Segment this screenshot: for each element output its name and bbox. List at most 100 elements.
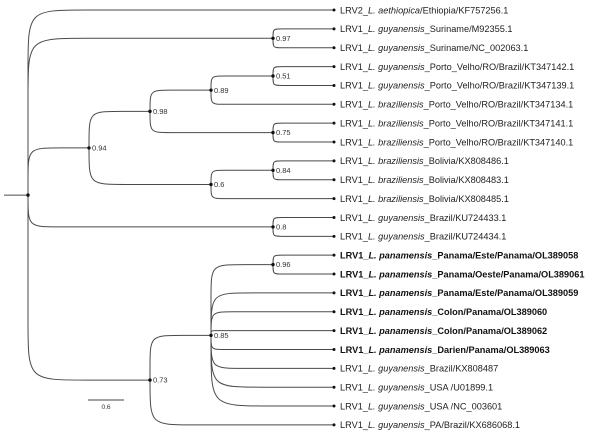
leaf-tip (332, 121, 336, 125)
branch-n06-1 (210, 184, 334, 200)
species-name: L. guyanensis (368, 420, 425, 430)
leaf-tip (332, 27, 336, 31)
branch-n089-0 (210, 75, 273, 91)
leaf-tip (332, 8, 336, 12)
branch-root-0 (27, 9, 334, 196)
support-value: 0.84 (276, 166, 291, 175)
node-n089 (209, 88, 213, 92)
leaf-tip (332, 404, 336, 408)
leaf-tip (332, 46, 336, 50)
species-name: L. braziliensis (368, 100, 424, 110)
leaf-tip (332, 215, 336, 219)
node-n096 (271, 262, 275, 267)
leaf-label: LRV1_L. panamensis_Panama/Este/Panama/OL… (340, 288, 578, 298)
species-name: L. panamensis (368, 345, 432, 355)
species-name: L. braziliensis (368, 194, 424, 204)
leaf-label: LRV1_L. braziliensis_Bolivia/KX808483.1 (340, 175, 509, 185)
species-name: L. panamensis (368, 288, 432, 298)
leaf-tip (332, 291, 336, 295)
node-n075 (271, 130, 275, 135)
leaf-tip (332, 329, 336, 333)
leaf-label: LRV1_L. panamensis_Colon/Panama/OL389062 (340, 326, 547, 336)
leaf-tip (332, 65, 336, 69)
leaf-label: LRV1_L. guyanensis_Brazil/KX808487 (340, 364, 498, 374)
node-root (26, 193, 30, 197)
branch-n098-0 (149, 89, 211, 112)
species-name: L. braziliensis (368, 118, 424, 128)
leaf-label: LRV1_L. panamensis_Darien/Panama/OL38906… (340, 345, 550, 355)
node-n06 (209, 182, 213, 187)
branch-n085-6 (210, 335, 334, 388)
node-n08 (271, 225, 275, 229)
leaf-label: LRV1_L. braziliensis_Bolivia/KX808485.1 (340, 194, 509, 204)
branch-n085-3 (210, 330, 334, 336)
branch-n051-0 (272, 66, 334, 77)
support-value: 0.97 (276, 34, 291, 43)
leaf-tip (332, 83, 336, 87)
branch-n08-0 (272, 216, 334, 227)
branch-n085-1 (210, 292, 334, 336)
leaf-label: LRV1_L. panamensis_Panama/Este/Panama/OL… (340, 250, 578, 260)
leaf-label: LRV1_L. guyanensis_Brazil/KU724433.1 (340, 213, 506, 223)
species-name: L. panamensis (368, 250, 432, 260)
leaf-tip (332, 272, 336, 276)
leaf-tip (332, 178, 336, 182)
scale-bar: 0.6 (88, 399, 124, 411)
leaf-tip (332, 366, 336, 370)
branch-n094-0 (88, 110, 150, 148)
species-name: L. braziliensis (368, 156, 424, 166)
leaf-label: LRV1_L. guyanensis_Porto_Velho/RO/Brazil… (340, 81, 574, 91)
branch-n096-1 (272, 264, 334, 275)
scale-bar-label: 0.6 (101, 404, 110, 411)
leaf-label: LRV1_L. guyanensis_Brazil/KU724434.1 (340, 232, 506, 242)
branch-n085-2 (210, 311, 334, 336)
leaf-label: LRV1_L. panamensis_Colon/Panama/OL389060 (340, 307, 547, 317)
species-name: L. guyanensis (368, 24, 425, 34)
species-name: L. guyanensis (368, 213, 425, 223)
branch-n08-1 (272, 226, 334, 237)
leaf-label: LRV1_L. braziliensis_Porto_Velho/RO/Braz… (340, 100, 573, 110)
leaf-tip (332, 347, 336, 351)
branch-n097-1 (272, 38, 334, 49)
leaf-tip (332, 310, 336, 314)
branch-n098-1 (149, 111, 273, 134)
leaf-label: LRV1_L. guyanensis_Porto_Velho/RO/Brazil… (340, 62, 574, 72)
leaf-label: LRV1_L. braziliensis_Bolivia/KX808486.1 (340, 156, 509, 166)
branch-n084-0 (272, 160, 334, 171)
species-name: L. guyanensis (368, 401, 425, 411)
leaf-label: LRV1_L. guyanensis_Suriname/NC_002063.1 (340, 43, 528, 53)
leaf-tip (332, 253, 336, 257)
species-name: L. guyanensis (368, 81, 425, 91)
leaf-tip (332, 385, 336, 389)
branch-n073-1 (149, 380, 334, 426)
leaf-tip (332, 140, 336, 144)
branch-n084-1 (272, 170, 334, 181)
leaf-label: LRV2_L. aethiopica/Ethiopia/KF757256.1 (340, 5, 508, 15)
species-name: L. braziliensis (368, 137, 424, 147)
branch-root-1 (27, 37, 273, 196)
species-name: L. aethiopica (368, 5, 420, 15)
node-n084 (271, 168, 275, 173)
leaf-tip (332, 159, 336, 163)
branch-root-3 (27, 195, 273, 228)
species-name: L. guyanensis (368, 62, 425, 72)
branch-n06-0 (210, 169, 273, 185)
branch-root-2 (27, 147, 89, 196)
branch-n085-4 (210, 335, 334, 350)
species-name: L. panamensis (368, 269, 432, 279)
node-n098 (148, 109, 152, 114)
species-name: L. braziliensis (368, 175, 424, 185)
node-n094 (87, 146, 91, 150)
leaf-label: LRV1_L. guyanensis_PA/Brazil/KX686068.1 (340, 420, 520, 430)
support-value: 0.75 (276, 128, 291, 137)
support-value: 0.8 (276, 222, 286, 231)
branch-root-4 (27, 195, 150, 381)
species-name: L. panamensis (368, 326, 432, 336)
branch-n089-1 (210, 90, 334, 105)
branch-n085-0 (210, 264, 273, 336)
node-n073 (148, 378, 152, 382)
leaf-label: LRV1_L. guyanensis_Suriname/M92355.1 (340, 24, 513, 34)
support-value: 0.94 (92, 144, 107, 153)
node-n051 (271, 74, 275, 78)
